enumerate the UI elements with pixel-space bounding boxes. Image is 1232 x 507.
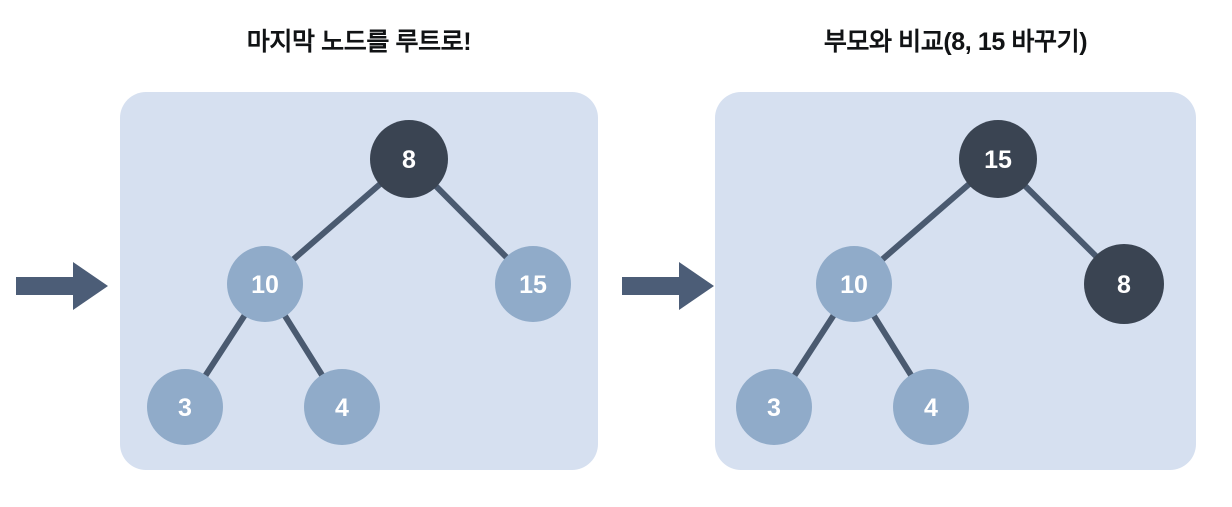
node-label: 3 — [178, 394, 192, 422]
panel-title-left: 마지막 노드를 루트로! — [246, 28, 472, 56]
tree-node[interactable]: 4 — [304, 369, 380, 445]
tree-node[interactable]: 8 — [370, 120, 448, 198]
tree-node[interactable]: 3 — [736, 369, 812, 445]
node-circle[interactable] — [304, 369, 380, 445]
panel-title-right: 부모와 비교(8, 15 바꾸기) — [823, 28, 1088, 56]
tree-node[interactable]: 15 — [959, 120, 1037, 198]
tree-diagram-left: 8 10 15 3 4 — [147, 120, 571, 445]
tree-diagram-right: 15 10 8 3 4 — [736, 120, 1164, 445]
node-label: 4 — [924, 394, 938, 422]
node-circle[interactable] — [495, 246, 571, 322]
node-circle[interactable] — [1084, 244, 1164, 324]
node-circle[interactable] — [147, 369, 223, 445]
tree-node[interactable]: 15 — [495, 246, 571, 322]
node-circle[interactable] — [227, 246, 303, 322]
node-label: 4 — [335, 394, 349, 422]
tree-node[interactable]: 4 — [893, 369, 969, 445]
node-circle[interactable] — [959, 120, 1037, 198]
node-label: 3 — [767, 394, 781, 422]
node-label: 10 — [840, 271, 868, 299]
node-circle[interactable] — [736, 369, 812, 445]
node-circle[interactable] — [816, 246, 892, 322]
node-label: 8 — [402, 146, 416, 174]
node-label: 8 — [1117, 271, 1131, 299]
tree-node[interactable]: 8 — [1084, 244, 1164, 324]
tree-panel-left: 8 10 15 3 4 — [120, 92, 598, 470]
node-label: 10 — [251, 271, 279, 299]
node-label: 15 — [984, 146, 1012, 174]
tree-node[interactable]: 10 — [816, 246, 892, 322]
node-circle[interactable] — [893, 369, 969, 445]
tree-panel-right: 15 10 8 3 4 — [715, 92, 1196, 470]
node-circle[interactable] — [370, 120, 448, 198]
arrow-right-icon — [16, 262, 108, 310]
tree-node[interactable]: 10 — [227, 246, 303, 322]
tree-node[interactable]: 3 — [147, 369, 223, 445]
node-label: 15 — [519, 271, 547, 299]
arrow-right-icon — [622, 262, 714, 310]
